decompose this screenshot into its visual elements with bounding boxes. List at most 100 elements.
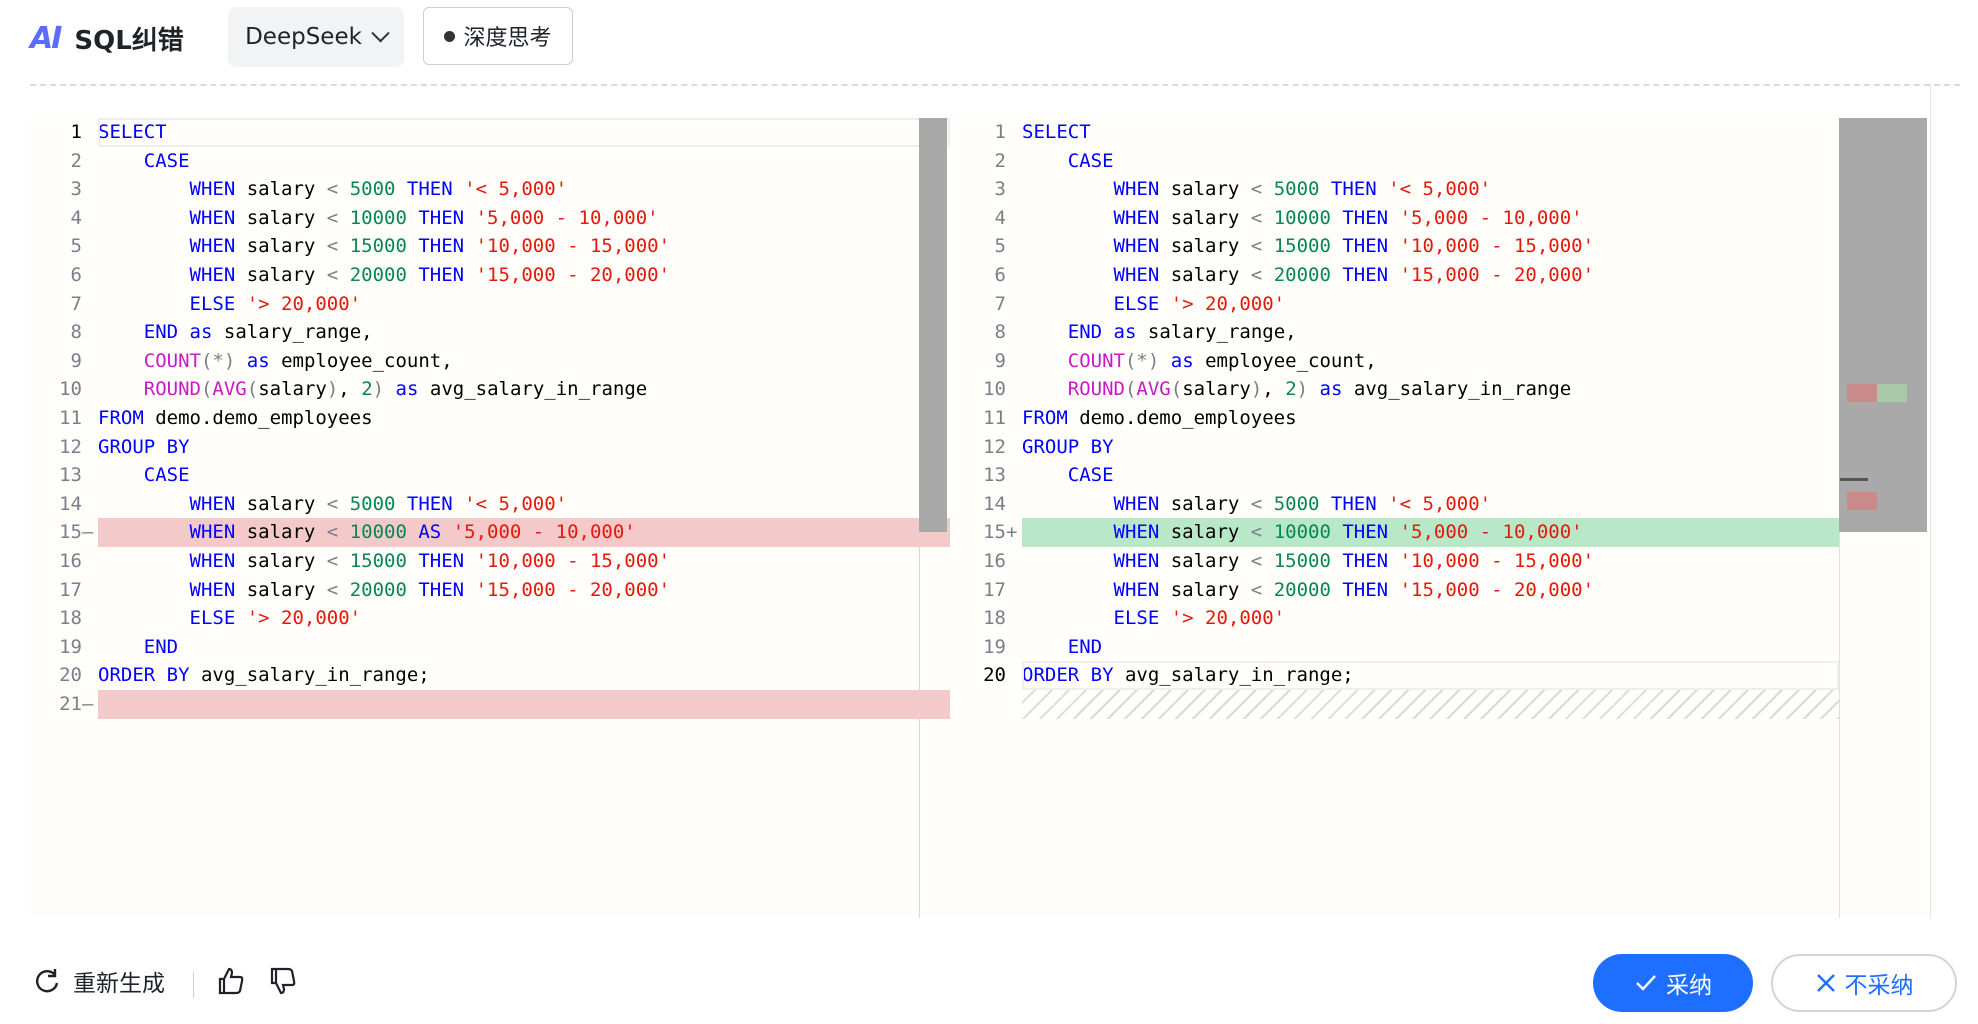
code-token: employee_count, (1193, 349, 1377, 372)
thumbs-up-icon[interactable] (214, 964, 248, 998)
code-token: 15000 (1273, 235, 1331, 258)
code-text: ORDER BY avg_salary_in_range; (98, 661, 430, 690)
code-token: AVG (212, 378, 247, 401)
code-text: WHEN salary < 20000 THEN '15,000 - 20,00… (98, 261, 671, 290)
code-token: WHEN (189, 235, 236, 258)
code-token: FROM (1022, 407, 1068, 429)
code-token: '< 5,000' (464, 492, 568, 515)
code-text: ELSE '> 20,000' (1022, 290, 1286, 319)
code-token (395, 493, 406, 515)
code-text: END as salary_range, (98, 318, 373, 347)
code-token: ROUND (143, 378, 201, 401)
code-token: ORDER BY (1022, 664, 1114, 687)
left-scrollbar-thumb[interactable] (919, 118, 947, 532)
thumbs-down-icon[interactable] (266, 964, 300, 998)
code-token (1319, 493, 1330, 515)
line-number: 15 (59, 521, 82, 544)
code-token: END (143, 321, 179, 344)
code-token: < (326, 578, 339, 601)
code-token: THEN (418, 264, 465, 286)
code-token (384, 378, 395, 400)
code-line: 18 ELSE '> 20,000' (30, 604, 950, 633)
code-token: 2 (361, 378, 373, 401)
code-token: SELECT (98, 121, 167, 143)
code-text: WHEN salary < 5000 THEN '< 5,000' (1022, 175, 1492, 204)
code-token: THEN (1342, 235, 1389, 258)
code-token (1022, 493, 1114, 515)
code-token (1022, 636, 1068, 658)
code-line: 7 ELSE '> 20,000' (950, 290, 1930, 319)
code-token: 10000 (349, 521, 407, 544)
line-number: 1 (70, 121, 82, 143)
line-number: 11 (59, 407, 82, 429)
code-token: '15,000 - 20,000' (1399, 578, 1595, 601)
code-token (338, 207, 349, 229)
code-token: salary (235, 578, 327, 601)
header-divider (30, 84, 1960, 86)
code-token: ) (372, 378, 385, 401)
code-token (1022, 350, 1068, 372)
line-number: 1 (994, 121, 1006, 143)
code-text: WHEN salary < 15000 THEN '10,000 - 15,00… (98, 547, 671, 576)
line-number: 18 (983, 607, 1006, 630)
code-text: COUNT(*) as employee_count, (1022, 347, 1377, 376)
code-line: 14 WHEN salary < 5000 THEN '< 5,000' (30, 490, 950, 519)
code-token (1022, 464, 1068, 486)
code-token: '< 5,000' (464, 178, 568, 201)
code-token (407, 550, 418, 572)
code-line: 2 CASE (950, 147, 1930, 176)
code-token: '15,000 - 20,000' (475, 578, 671, 601)
code-token: < (1250, 550, 1263, 572)
footer: 重新生成 采纳 不采纳 (0, 940, 1978, 1024)
code-token (1022, 607, 1114, 629)
code-token: WHEN (1113, 550, 1160, 572)
code-token: as (189, 321, 213, 344)
code-token (464, 579, 475, 601)
line-number: 19 (59, 635, 82, 658)
code-text: CASE (1022, 461, 1114, 490)
regenerate-button[interactable]: 重新生成 (33, 964, 165, 998)
code-token: '5,000 - 10,000' (475, 206, 659, 229)
code-token: salary (235, 550, 327, 572)
code-token: THEN (1342, 578, 1389, 601)
code-line: 1 SELECT (30, 118, 950, 147)
code-token: WHEN (1113, 206, 1160, 229)
line-number: 20 (983, 664, 1006, 687)
deep-think-toggle[interactable]: 深度思考 (423, 7, 573, 65)
code-token: THEN (418, 550, 465, 572)
code-token: WHEN (1113, 178, 1160, 201)
code-text: ROUND(AVG(salary), 2) as avg_salary_in_r… (98, 375, 647, 404)
code-token: WHEN (1113, 578, 1160, 601)
code-text: WHEN salary < 10000 THEN '5,000 - 10,000… (98, 204, 659, 233)
code-token: '5,000 - 10,000' (1399, 206, 1583, 229)
reject-button[interactable]: 不采纳 (1771, 954, 1957, 1012)
line-number: 6 (994, 264, 1006, 286)
line-number: 12 (59, 435, 82, 458)
accept-button[interactable]: 采纳 (1593, 954, 1753, 1012)
model-select-value: DeepSeek (245, 24, 362, 50)
line-number: 7 (994, 292, 1006, 315)
regenerate-label: 重新生成 (73, 971, 165, 997)
line-number: 11 (983, 407, 1006, 429)
code-token (98, 150, 144, 172)
minimap-slider[interactable] (1839, 118, 1927, 532)
code-token: COUNT (143, 349, 201, 372)
minimap-deletion-marker (1847, 384, 1877, 402)
code-token: '> 20,000' (246, 607, 362, 630)
code-token (1388, 235, 1399, 257)
model-select[interactable]: DeepSeek (228, 7, 404, 67)
code-token: THEN (1330, 492, 1377, 515)
code-line: 6 WHEN salary < 20000 THEN '15,000 - 20,… (30, 261, 950, 290)
code-token: ( (1124, 378, 1137, 401)
footer-separator (193, 972, 194, 998)
code-token: salary_range, (212, 321, 373, 344)
code-token: CASE (143, 149, 190, 172)
code-token: salary (1159, 235, 1251, 258)
code-token: salary (235, 178, 327, 201)
code-token: < (1250, 206, 1263, 229)
